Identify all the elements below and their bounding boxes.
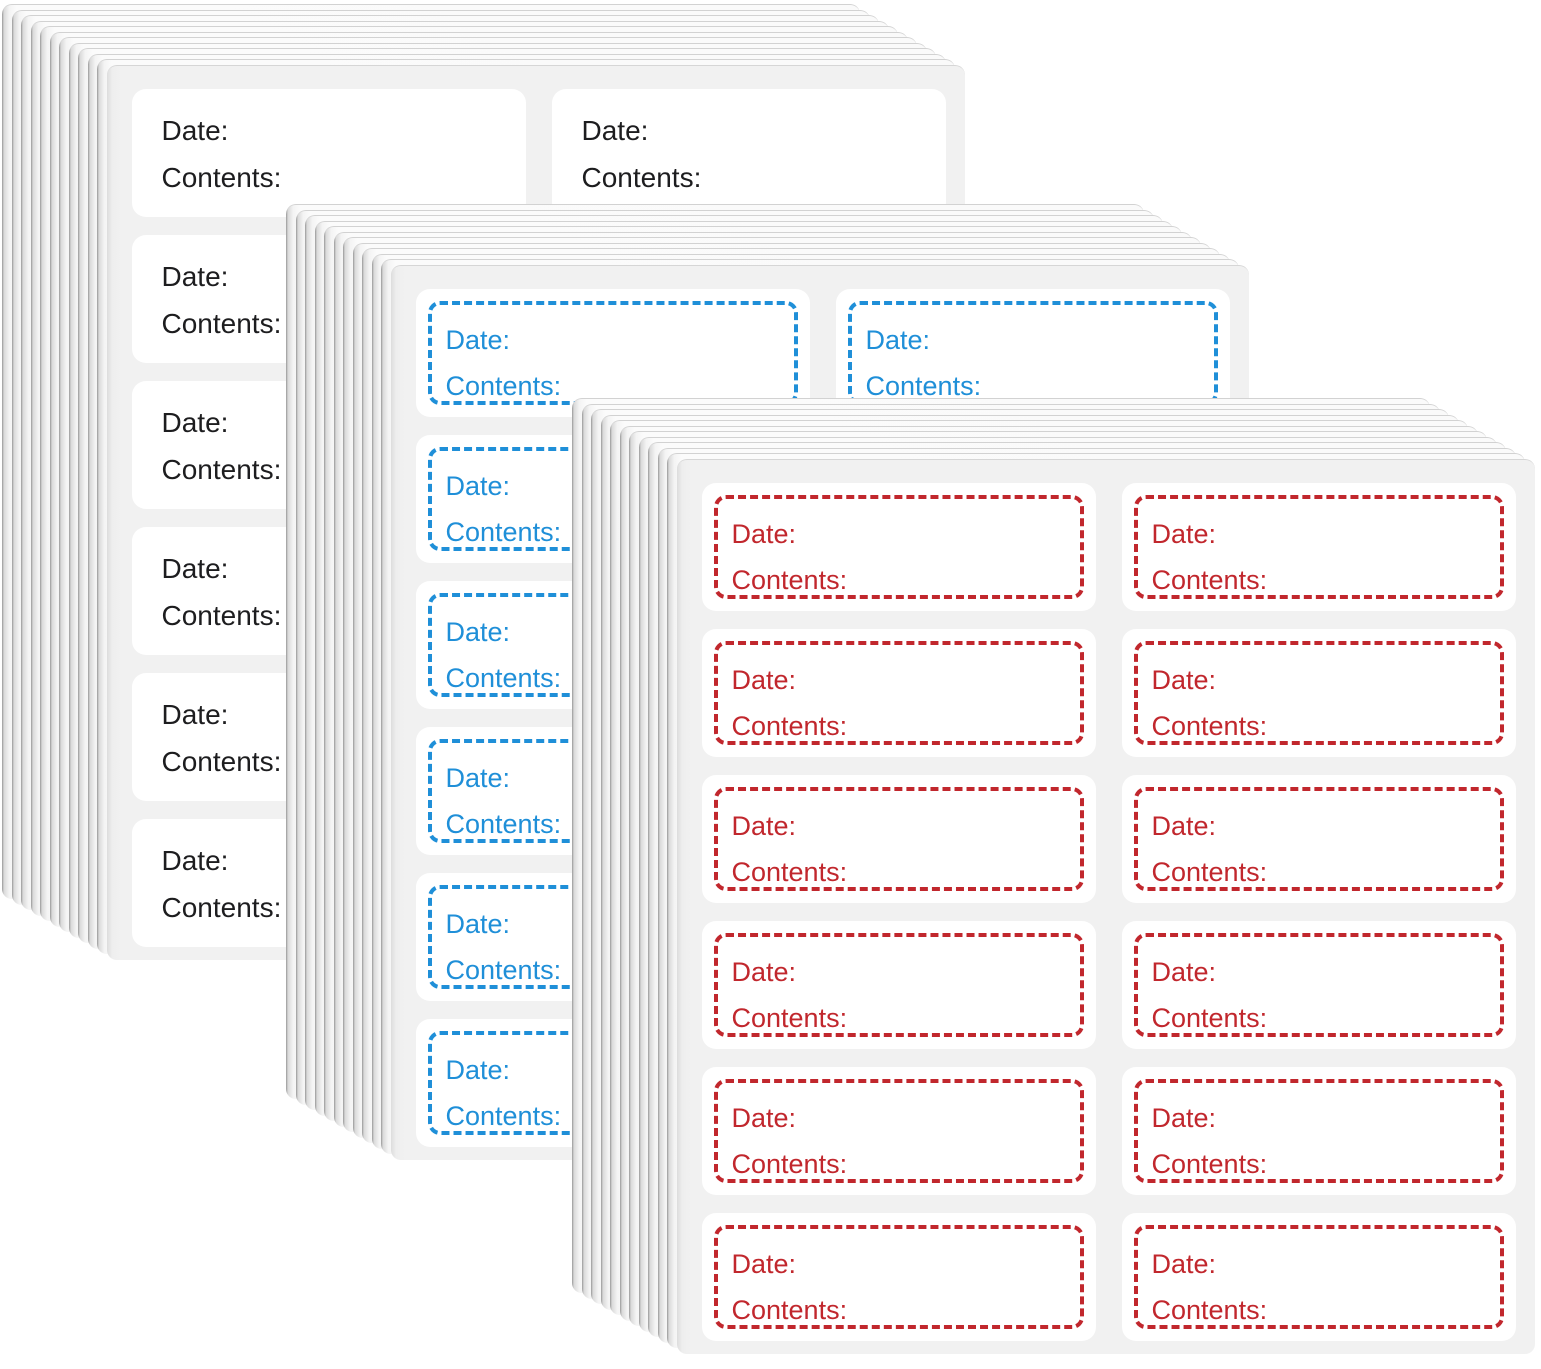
contents-text: Contents: bbox=[731, 710, 848, 741]
contents-text: Contents: bbox=[581, 161, 702, 193]
date-text: Date: bbox=[161, 114, 229, 146]
contents-text: Contents: bbox=[161, 599, 282, 631]
label: Date: Contents: bbox=[1121, 920, 1516, 1049]
contents-text: Contents: bbox=[1151, 564, 1268, 595]
label: Date: Contents: bbox=[551, 88, 946, 217]
front-sheet-red: Date: Contents: Date: Contents: Date: Co… bbox=[676, 458, 1535, 1354]
contents-text: Contents: bbox=[1151, 710, 1268, 741]
contents-text: Contents: bbox=[731, 1148, 848, 1179]
date-text: Date: bbox=[1151, 956, 1217, 987]
label: Date: Contents: bbox=[701, 774, 1096, 903]
contents-text: Contents: bbox=[731, 856, 848, 887]
contents-text: Contents: bbox=[1151, 1002, 1268, 1033]
contents-text: Contents: bbox=[1151, 856, 1268, 887]
label: Date: Contents: bbox=[1121, 1212, 1516, 1341]
contents-text: Contents: bbox=[445, 516, 562, 547]
contents-text: Contents: bbox=[161, 453, 282, 485]
label: Date: Contents: bbox=[701, 628, 1096, 757]
date-text: Date: bbox=[445, 324, 511, 355]
contents-text: Contents: bbox=[731, 564, 848, 595]
date-text: Date: bbox=[445, 470, 511, 501]
date-text: Date: bbox=[731, 810, 797, 841]
date-text: Date: bbox=[161, 698, 229, 730]
date-text: Date: bbox=[731, 956, 797, 987]
label: Date: Contents: bbox=[701, 1212, 1096, 1341]
date-text: Date: bbox=[731, 664, 797, 695]
contents-text: Contents: bbox=[161, 307, 282, 339]
contents-text: Contents: bbox=[865, 370, 982, 401]
date-text: Date: bbox=[161, 406, 229, 438]
contents-text: Contents: bbox=[445, 954, 562, 985]
contents-text: Contents: bbox=[445, 1100, 562, 1131]
date-text: Date: bbox=[1151, 518, 1217, 549]
contents-text: Contents: bbox=[731, 1294, 848, 1325]
contents-text: Contents: bbox=[445, 662, 562, 693]
contents-text: Contents: bbox=[161, 161, 282, 193]
contents-text: Contents: bbox=[1151, 1294, 1268, 1325]
label: Date: Contents: bbox=[701, 482, 1096, 611]
contents-text: Contents: bbox=[161, 745, 282, 777]
contents-text: Contents: bbox=[1151, 1148, 1268, 1179]
label: Date: Contents: bbox=[1121, 482, 1516, 611]
date-text: Date: bbox=[731, 1248, 797, 1279]
date-text: Date: bbox=[731, 1102, 797, 1133]
contents-text: Contents: bbox=[445, 370, 562, 401]
label: Date: Contents: bbox=[701, 1066, 1096, 1195]
contents-text: Contents: bbox=[445, 808, 562, 839]
date-text: Date: bbox=[1151, 1102, 1217, 1133]
date-text: Date: bbox=[161, 260, 229, 292]
date-text: Date: bbox=[581, 114, 649, 146]
date-text: Date: bbox=[161, 552, 229, 584]
contents-text: Contents: bbox=[161, 891, 282, 923]
date-text: Date: bbox=[1151, 810, 1217, 841]
contents-text: Contents: bbox=[731, 1002, 848, 1033]
label: Date: Contents: bbox=[1121, 774, 1516, 903]
date-text: Date: bbox=[1151, 1248, 1217, 1279]
label: Date: Contents: bbox=[1121, 628, 1516, 757]
date-text: Date: bbox=[1151, 664, 1217, 695]
label: Date: Contents: bbox=[415, 288, 810, 417]
date-text: Date: bbox=[445, 908, 511, 939]
date-text: Date: bbox=[161, 844, 229, 876]
date-text: Date: bbox=[731, 518, 797, 549]
date-text: Date: bbox=[445, 1054, 511, 1085]
label: Date: Contents: bbox=[131, 88, 526, 217]
label-sheet-stack-red: Date: Contents: Date: Contents: Date: Co… bbox=[572, 398, 1541, 1358]
label: Date: Contents: bbox=[701, 920, 1096, 1049]
label: Date: Contents: bbox=[1121, 1066, 1516, 1195]
date-text: Date: bbox=[445, 616, 511, 647]
date-text: Date: bbox=[865, 324, 931, 355]
date-text: Date: bbox=[445, 762, 511, 793]
